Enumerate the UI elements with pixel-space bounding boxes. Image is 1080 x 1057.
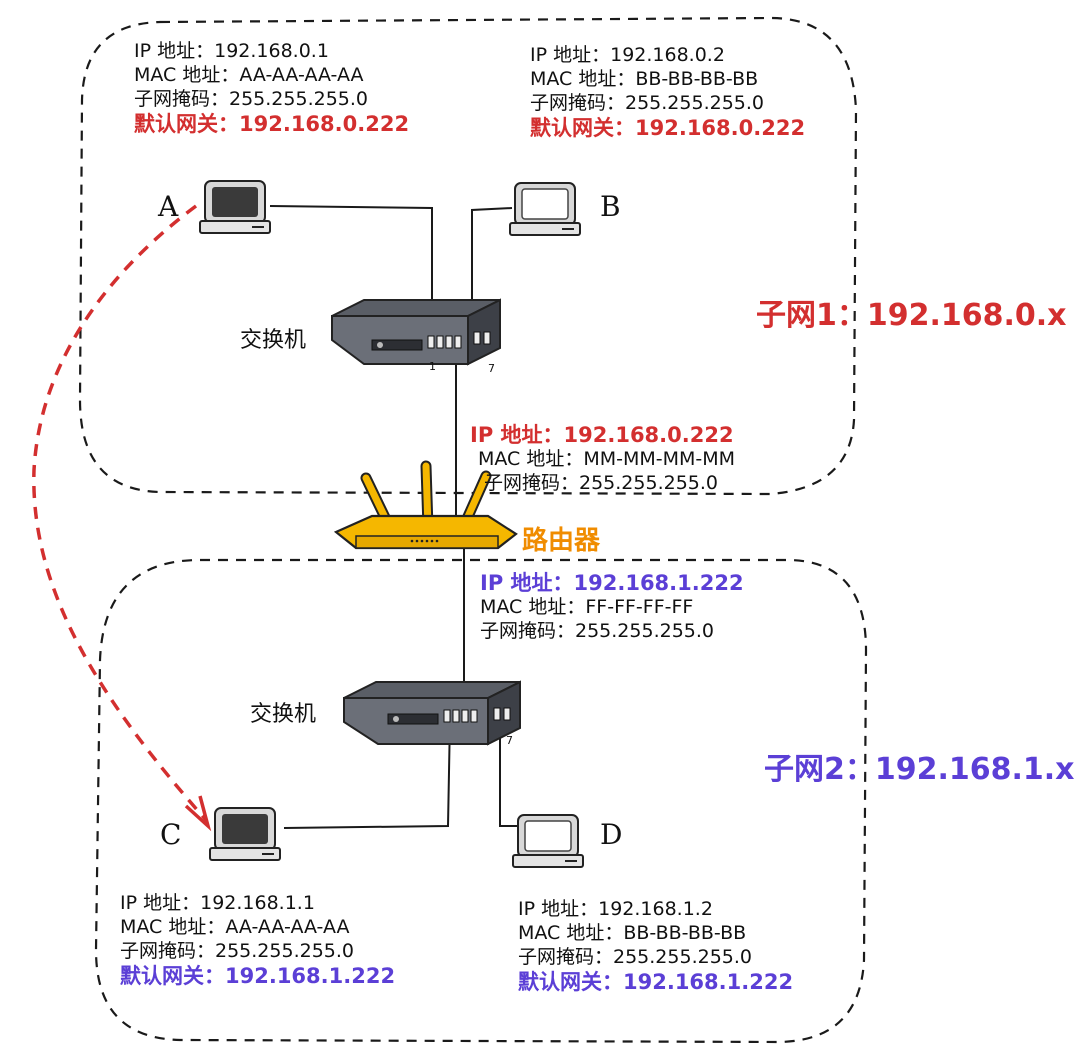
subnet2-label: 子网2：192.168.1.x xyxy=(764,752,1075,787)
host-b-label: B xyxy=(600,190,621,223)
subnet2-boundary xyxy=(94,558,868,1044)
switch-top-port-1: 1 xyxy=(429,360,436,373)
host-a-mac: MAC 地址：AA-AA-AA-AA xyxy=(134,63,364,86)
host-c-mask: 子网掩码：255.255.255.0 xyxy=(120,939,355,962)
arrow-head xyxy=(184,795,212,832)
host-a-info: IP 地址：192.168.0.1 MAC 地址：AA-AA-AA-AA 子网掩… xyxy=(134,40,409,138)
host-b-gateway: 默认网关：192.168.0.222 xyxy=(530,116,806,141)
host-b-mac: MAC 地址：BB-BB-BB-BB xyxy=(530,67,759,90)
host-b-mask: 子网掩码：255.255.255.0 xyxy=(530,91,765,114)
packet-route-arrow xyxy=(32,204,208,822)
router-subnet2-mac: MAC 地址：FF-FF-FF-FF xyxy=(480,596,694,619)
switch-bottom-port-7: 7 xyxy=(506,734,513,747)
host-c-ip: IP 地址：192.168.1.1 xyxy=(120,892,315,914)
cable-a-switch xyxy=(269,205,433,338)
subnet1-label: 子网1：192.168.0.x xyxy=(756,298,1067,333)
host-c-gateway: 默认网关：192.168.1.222 xyxy=(120,964,396,989)
router-subnet1-info: IP 地址：192.168.0.222 MAC 地址：MM-MM-MM-MM 子… xyxy=(470,422,735,496)
switch-top-port-7: 7 xyxy=(488,362,495,375)
host-a-mask: 子网掩码：255.255.255.0 xyxy=(134,87,369,110)
host-d-mac: MAC 地址：BB-BB-BB-BB xyxy=(518,921,747,944)
host-c-mac: MAC 地址：AA-AA-AA-AA xyxy=(120,915,350,938)
host-c-info: IP 地址：192.168.1.1 MAC 地址：AA-AA-AA-AA 子网掩… xyxy=(120,892,395,990)
host-d-gateway: 默认网关：192.168.1.222 xyxy=(518,970,794,995)
host-d-mask: 子网掩码：255.255.255.0 xyxy=(518,945,753,968)
switch-bottom-icon xyxy=(343,680,521,746)
router-icon xyxy=(333,460,518,550)
computer-c-icon xyxy=(209,807,281,861)
cable-b-switch xyxy=(471,207,513,338)
host-a-gateway: 默认网关：192.168.0.222 xyxy=(134,112,410,137)
host-d-ip: IP 地址：192.168.1.2 xyxy=(518,898,713,920)
router-subnet2-mask: 子网掩码：255.255.255.0 xyxy=(480,620,715,642)
router-label: 路由器 xyxy=(522,526,601,556)
switch-bottom-label: 交换机 xyxy=(250,702,317,727)
switch-top-icon xyxy=(331,298,501,366)
host-b-info: IP 地址：192.168.0.2 MAC 地址：BB-BB-BB-BB 子网掩… xyxy=(530,44,805,142)
computer-a-icon xyxy=(199,180,271,234)
router-subnet2-ip: IP 地址：192.168.1.222 xyxy=(480,571,744,595)
cable-switch2-c xyxy=(283,717,451,829)
host-d-label: D xyxy=(600,818,623,851)
cable-switch2-d xyxy=(499,724,520,827)
router-subnet1-ip: IP 地址：192.168.0.222 xyxy=(470,423,734,447)
router-subnet1-mac: MAC 地址：MM-MM-MM-MM xyxy=(478,448,736,471)
host-c-label: C xyxy=(160,818,182,851)
router-subnet2-info: IP 地址：192.168.1.222 MAC 地址：FF-FF-FF-FF 子… xyxy=(480,570,744,644)
host-b-ip: IP 地址：192.168.0.2 xyxy=(530,44,725,66)
host-d-info: IP 地址：192.168.1.2 MAC 地址：BB-BB-BB-BB 子网掩… xyxy=(518,898,793,996)
computer-b-icon xyxy=(509,182,581,236)
router-subnet1-mask: 子网掩码：255.255.255.0 xyxy=(484,472,719,494)
switch-top-label: 交换机 xyxy=(240,328,307,353)
host-a-label: A xyxy=(158,190,179,223)
host-a-ip: IP 地址：192.168.0.1 xyxy=(134,40,329,62)
computer-d-icon xyxy=(512,814,584,868)
